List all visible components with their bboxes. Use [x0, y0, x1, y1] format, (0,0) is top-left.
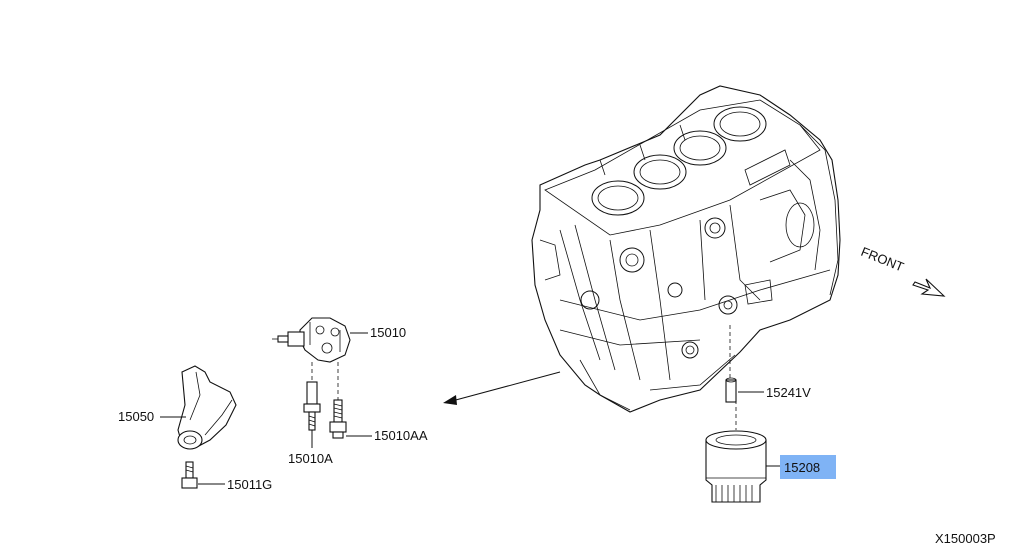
- front-indicator: FRONT: [859, 244, 946, 297]
- part-label-15208[interactable]: 15208: [784, 460, 820, 475]
- part-label-15010a[interactable]: 15010A: [288, 451, 333, 466]
- part-label-15050[interactable]: 15050: [118, 409, 154, 424]
- oil-filter: [705, 430, 767, 503]
- front-label: FRONT: [859, 244, 906, 275]
- pointer-arrow: [443, 371, 561, 405]
- part-label-15010aa[interactable]: 15010AA: [374, 428, 428, 443]
- diagram-code: X150003P: [935, 531, 996, 546]
- oil-strainer: [177, 365, 237, 450]
- oil-pump: [272, 317, 737, 430]
- part-highlight: [780, 455, 836, 479]
- part-label-15241v[interactable]: 15241V: [766, 385, 811, 400]
- bolt-15010a: [303, 381, 321, 431]
- part-labels: 15010 15010AA 15010A 15050 15011G 15241V…: [118, 325, 820, 492]
- bolt-15010aa: [329, 399, 347, 439]
- leader-lines: [160, 332, 780, 485]
- dowel-pin-15241v: [725, 377, 737, 403]
- part-label-15010[interactable]: 15010: [370, 325, 406, 340]
- front-arrow-icon: [912, 278, 946, 297]
- engine-block: [531, 85, 841, 413]
- part-label-15011g[interactable]: 15011G: [227, 477, 272, 492]
- bolt-15011g: [181, 461, 198, 489]
